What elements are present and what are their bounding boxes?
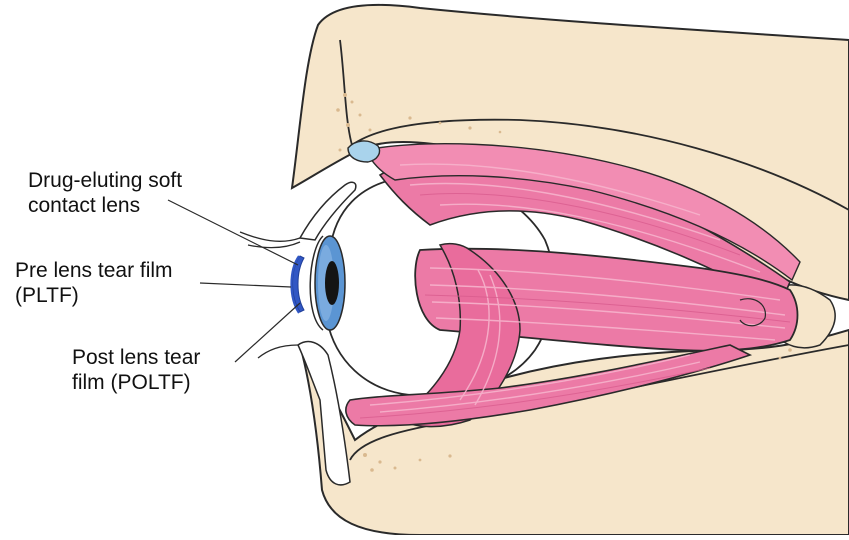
label-pre-lens-tear-film: Pre lens tear film (PLTF) xyxy=(15,258,173,308)
label-post-lens-tear-film: Post lens tear film (POLTF) xyxy=(72,345,200,395)
label-drug-eluting-line2: contact lens xyxy=(28,193,182,218)
trochlea-tendon xyxy=(348,141,380,162)
leader-line-pltf xyxy=(200,283,291,287)
pupil xyxy=(325,261,339,305)
label-drug-eluting-line1: Drug-eluting soft xyxy=(28,168,182,193)
label-poltf-line1: Post lens tear xyxy=(72,345,200,370)
leader-line-poltf xyxy=(235,303,300,362)
label-drug-eluting-soft-contact-lens: Drug-eluting soft contact lens xyxy=(28,168,182,218)
label-poltf-line2: film (POLTF) xyxy=(72,370,200,395)
leader-line-drug-eluting xyxy=(168,200,298,265)
label-pltf-line2: (PLTF) xyxy=(15,283,173,308)
label-pltf-line1: Pre lens tear film xyxy=(15,258,173,283)
